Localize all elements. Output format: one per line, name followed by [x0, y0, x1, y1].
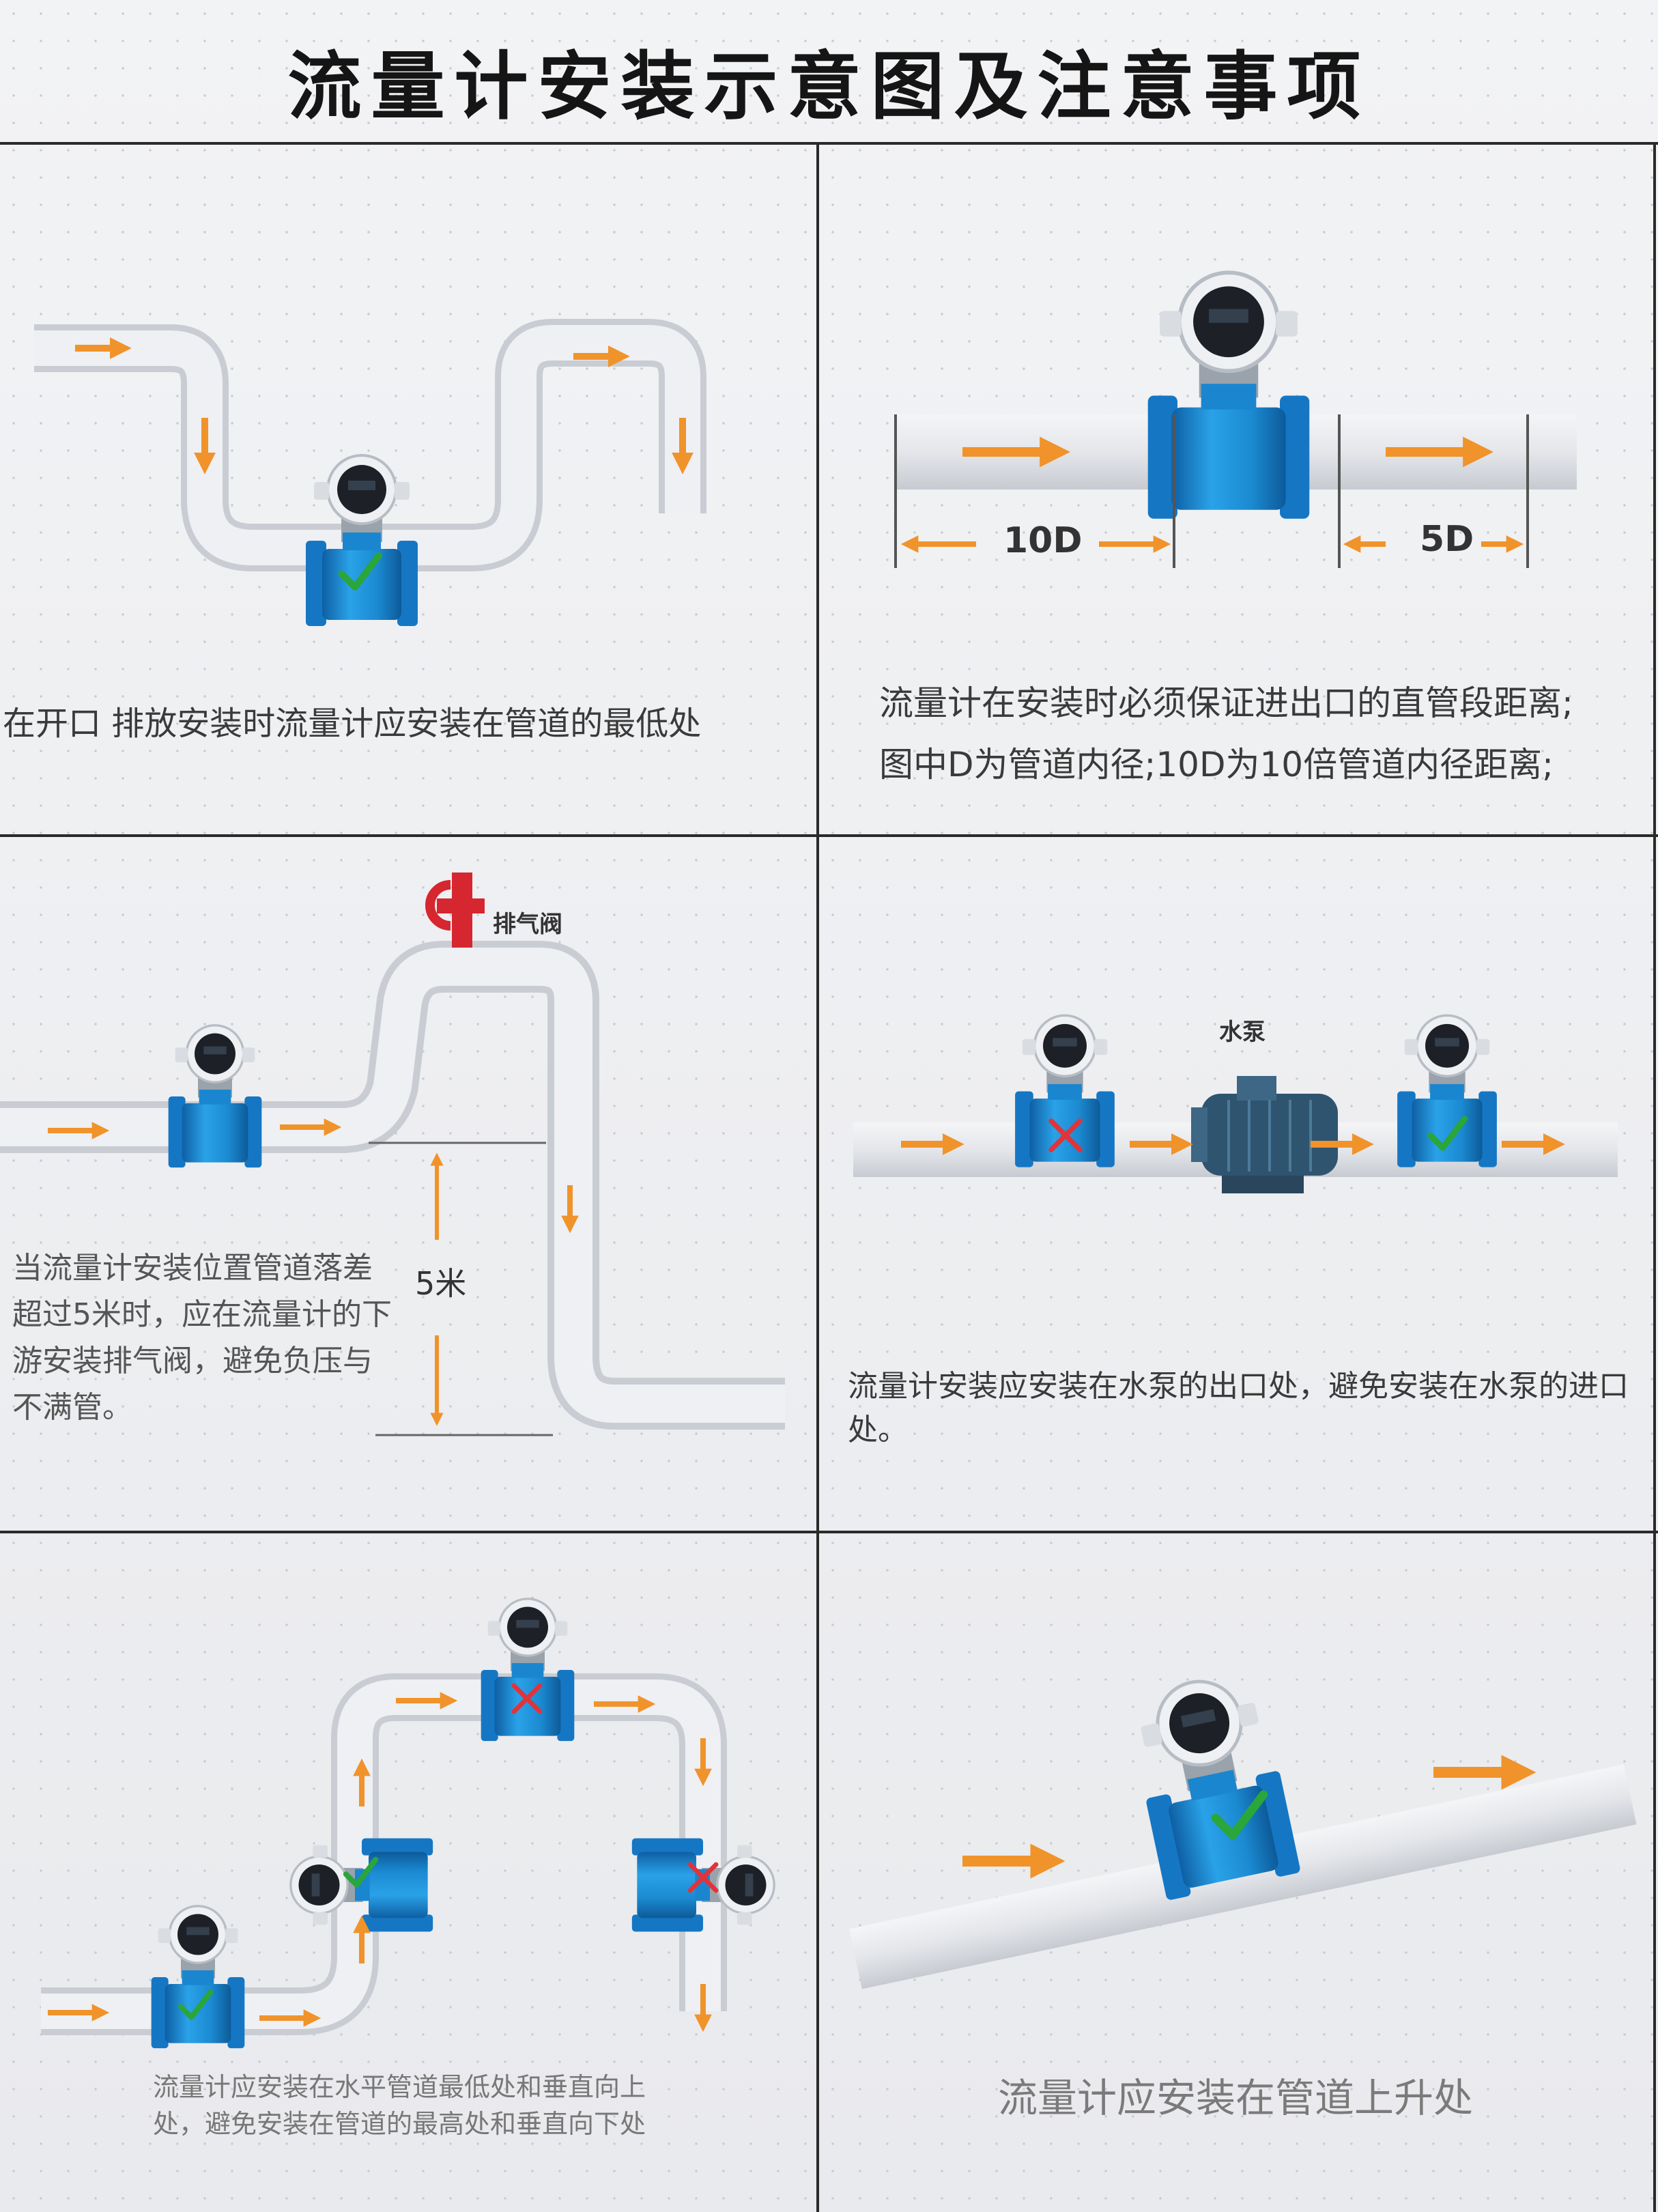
caption-line-1: 流量计在安装时必须保证进出口的直管段距离; — [879, 683, 1573, 723]
height-label: 5米 — [415, 1265, 467, 1302]
label-10d: 10D — [1003, 520, 1083, 561]
exhaust-valve-diagram — [0, 873, 785, 1436]
label-5d: 5D — [1420, 519, 1474, 560]
caption-line-2: 图中D为管道内径;10D为10倍管道内径距离; — [879, 745, 1554, 784]
panel-pump: 水泵 流量计安装应安装在水泵的出口处，避免安装在水泵的进口处。 — [819, 837, 1653, 1529]
valve-label: 排气阀 — [493, 911, 562, 938]
caption-line-1: 流量计应安装在水平管道最低处和垂直向上 — [153, 2072, 646, 2102]
flowmeter-icon — [479, 1598, 576, 1742]
caption-line: 超过5米时，应在流量计的下 — [12, 1297, 392, 1332]
caption-line: 游安装排气阀，避免负压与 — [12, 1344, 373, 1378]
grid-line-row1 — [0, 834, 1658, 837]
flowmeter-icon — [1014, 1014, 1116, 1169]
panel-caption: 流量计应安装在管道上升处 — [998, 2075, 1474, 2121]
caption-line: 当流量计安装位置管道落差 — [12, 1251, 373, 1286]
straight-pipe-diagram — [894, 145, 1577, 568]
panel-rising-pipe: 流量计应安装在管道上升处 — [819, 1533, 1653, 2212]
flowmeter-icon — [1148, 272, 1310, 519]
orientation-diagram — [41, 1598, 775, 2050]
panel-straight-pipe: 10D 5D 流量计在安装时必须保证进出口的直管段距离; 图中D为管道内径;10… — [819, 145, 1653, 833]
page-title: 流量计安装示意图及注意事项 — [287, 44, 1371, 130]
panel-horizontal-vertical: 流量计应安装在水平管道最低处和垂直向上 处，避免安装在管道的最高处和垂直向下处 — [0, 1533, 815, 2212]
panel-lowest-point: 在开口 排放安装时流量计应安装在管道的最低处 — [0, 145, 815, 833]
exhaust-valve-icon — [425, 873, 485, 948]
panel-caption: 当流量计安装位置管道落差 超过5米时，应在流量计的下 游安装排气阀，避免负压与 … — [12, 1245, 422, 1431]
flowmeter-icon — [167, 1024, 263, 1169]
water-pump-icon — [1191, 1076, 1338, 1193]
grid-line-right — [1653, 142, 1656, 2212]
rising-pipe-diagram — [849, 1533, 1637, 1989]
panel-exhaust-valve: 排气阀 5米 当流量计安装位置管道落差 超过5米时，应在流量计的下 游安装排气阀… — [0, 837, 815, 1529]
grid-line-col — [816, 142, 819, 2212]
caption-line: 不满管。 — [12, 1390, 132, 1425]
lowest-point-diagram — [34, 319, 706, 627]
grid-line-top — [0, 142, 1658, 145]
pump-label: 水泵 — [1219, 1019, 1266, 1046]
caption-line-2: 处，避免安装在管道的最高处和垂直向下处 — [153, 2109, 646, 2139]
grid-line-row2 — [0, 1531, 1658, 1533]
panel-caption: 在开口 排放安装时流量计应安装在管道的最低处 — [3, 705, 702, 743]
flowmeter-icon — [149, 1905, 246, 2050]
pump-diagram — [853, 1014, 1618, 1193]
panel-caption: 流量计安装应安装在水泵的出口处，避免安装在水泵的进口处。 — [848, 1369, 1629, 1447]
